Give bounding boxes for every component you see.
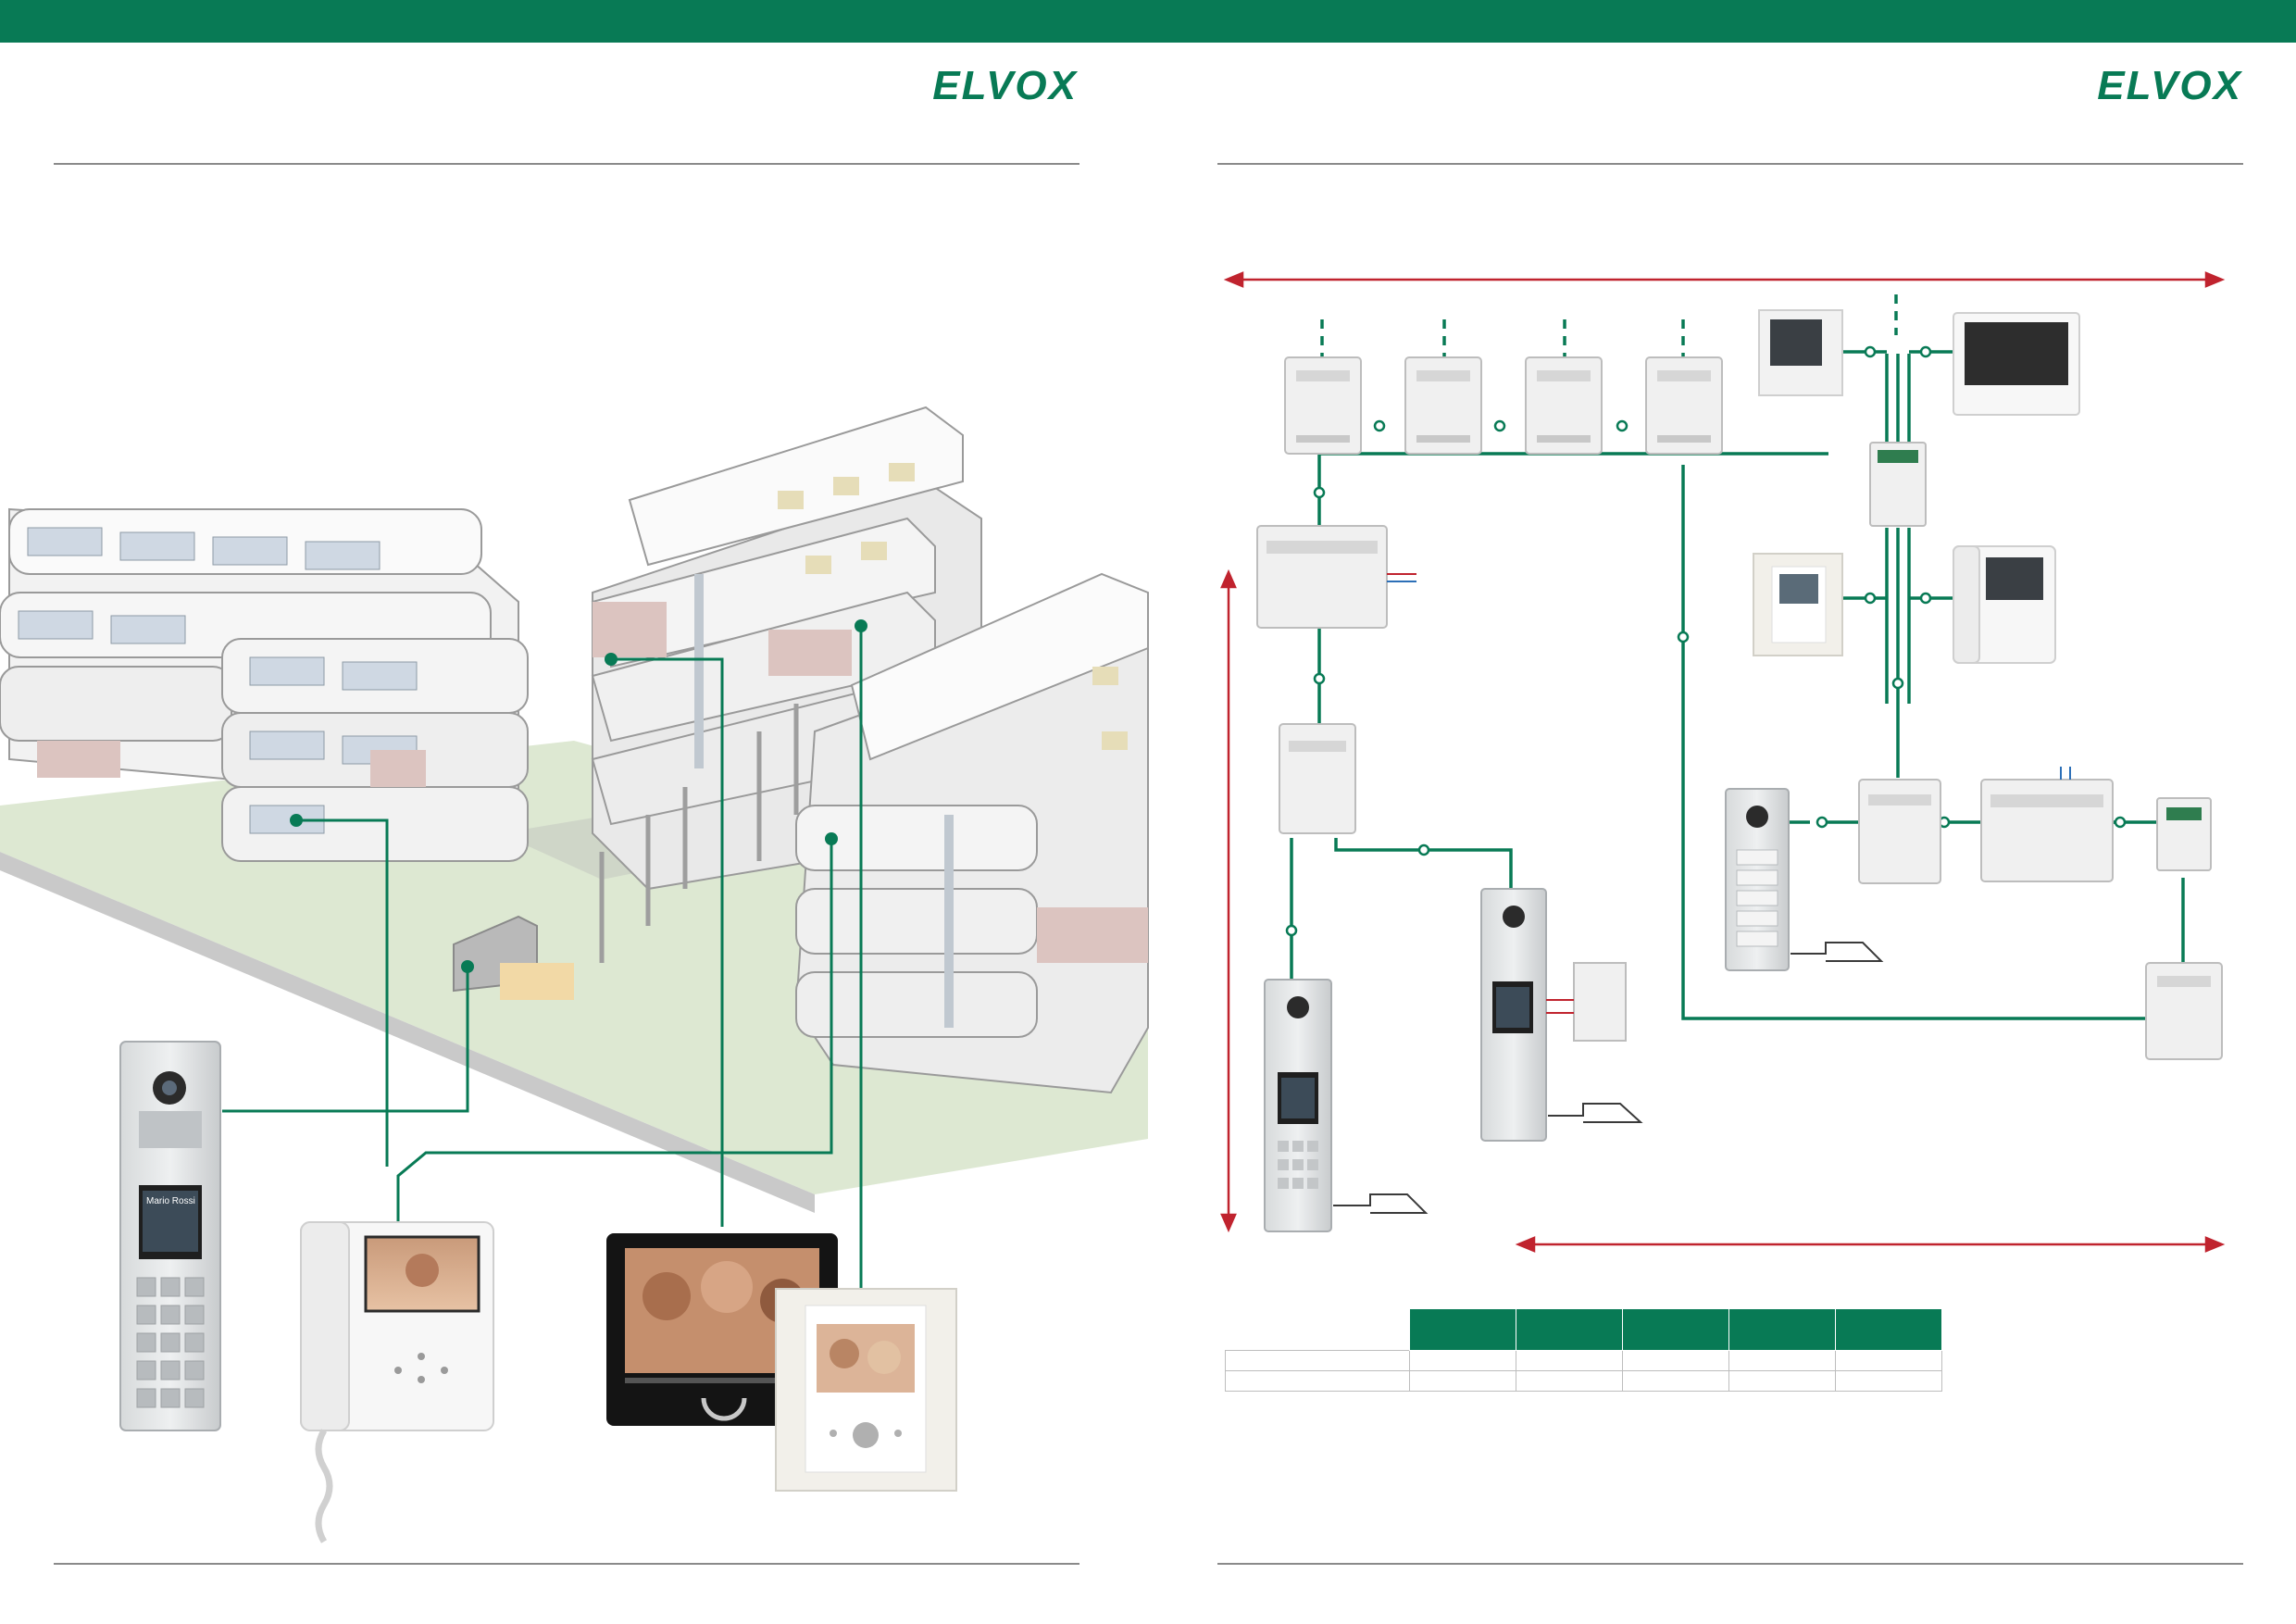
elvox-logo-left: ELVOX: [932, 63, 1078, 108]
power-unit-right: [1980, 767, 2114, 882]
wiring-schematic: [1220, 271, 2226, 1253]
spec-table-header-cell: [1834, 1308, 1942, 1351]
entrance-panel-secondary: [1480, 888, 1643, 1142]
spec-table-corner: [1225, 1308, 1409, 1351]
sidewalk-edge: [0, 852, 815, 1213]
entrance-panel-main: [1264, 979, 1429, 1232]
main-power-unit: [1256, 525, 1416, 629]
spec-table-header-cell: [1408, 1308, 1516, 1351]
bus-distributor-right: [1858, 779, 1941, 884]
spec-table-header-cell: [1515, 1308, 1623, 1351]
header-rule-left: [54, 163, 1079, 165]
dimension-arrows: [1220, 271, 2226, 1253]
interface-module-right: [2156, 797, 2212, 871]
building-illustration: Mario Rossi: [0, 406, 1149, 1543]
spec-table-row: [1225, 1350, 1942, 1371]
video-monitor-white: [775, 1288, 957, 1492]
connection-lines: [222, 626, 863, 1296]
bus-distributor-left: [1279, 723, 1356, 834]
indoor-handset-4: [1953, 545, 2056, 664]
keypad: [136, 1277, 205, 1408]
junction-nodes: [1285, 345, 2127, 937]
building-left: [0, 507, 529, 862]
indoor-monitor-1: [1758, 309, 1843, 396]
floor-interface-module: [1869, 442, 1927, 527]
header-rule-right: [1217, 163, 2243, 165]
spec-table-header-cell: [1728, 1308, 1836, 1351]
spec-table: [1225, 1308, 1942, 1392]
riser-dashed: [1320, 294, 1898, 356]
door-lock-relay: [1573, 962, 1627, 1042]
building-right: [794, 572, 1149, 1094]
power-supply-row: [1284, 356, 1723, 455]
street-lamps: [599, 704, 799, 963]
spec-table-row: [1225, 1370, 1942, 1392]
indoor-monitor-3: [1753, 553, 1843, 656]
panel-display-name: Mario Rossi: [146, 1196, 195, 1206]
coiled-cord: [315, 1429, 333, 1543]
spec-table-header: [1225, 1308, 1942, 1351]
footer-rule-right: [1217, 1563, 2243, 1565]
indoor-monitor-2: [1953, 312, 2080, 416]
handset-videophone: [300, 1221, 494, 1543]
connection-dots: [290, 619, 867, 973]
outdoor-entrance-panel: Mario Rossi: [119, 1041, 221, 1431]
entrance-panel-buttons: [1725, 788, 1884, 971]
footer-rule-left: [54, 1563, 1079, 1565]
handset: [300, 1221, 350, 1431]
elvox-logo-right: ELVOX: [2097, 63, 2242, 108]
spec-table-header-cell: [1621, 1308, 1729, 1351]
top-green-band: [0, 0, 2296, 43]
power-supply-bottom-right: [2145, 962, 2223, 1060]
